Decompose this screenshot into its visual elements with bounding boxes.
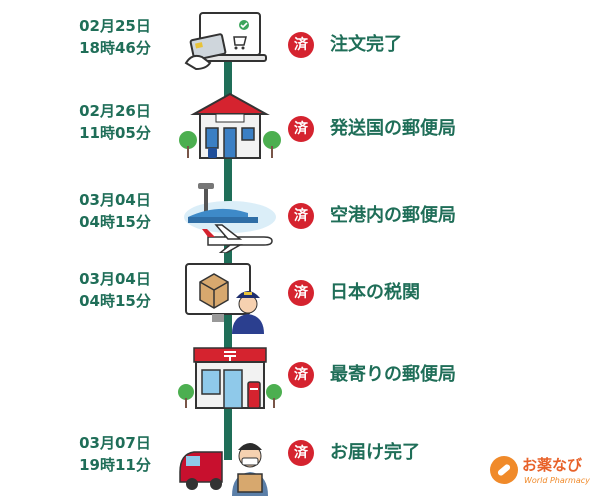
step-date: 02月25日 bbox=[79, 17, 151, 35]
pill-logo-icon bbox=[490, 456, 518, 484]
laptop-credit-card-icon bbox=[178, 7, 282, 81]
step-status: 注文完了 bbox=[330, 34, 402, 55]
step-status: 最寄りの郵便局 bbox=[330, 364, 456, 385]
step-datetime: 03月04日 04時15分 bbox=[60, 268, 170, 312]
step-date: 03月04日 bbox=[79, 191, 151, 209]
post-office-icon bbox=[178, 90, 282, 164]
completed-badge: 済 bbox=[288, 203, 314, 229]
completed-badge: 済 bbox=[288, 32, 314, 58]
brand-subtitle: World Pharmacy bbox=[524, 476, 590, 485]
step-date: 03月07日 bbox=[79, 434, 151, 452]
step-status: 空港内の郵便局 bbox=[330, 205, 456, 226]
step-datetime: 02月25日 18時46分 bbox=[60, 15, 170, 59]
japan-post-office-icon bbox=[178, 340, 282, 414]
step-time: 18時46分 bbox=[79, 39, 151, 57]
step-datetime: 02月26日 11時05分 bbox=[60, 100, 170, 144]
timeline-step-airport-post-office: 03月04日 04時15分 済 空港内の郵便局 bbox=[0, 175, 600, 255]
timeline-step-nearest-post-office: 済 最寄りの郵便局 bbox=[0, 338, 600, 418]
completed-badge: 済 bbox=[288, 362, 314, 388]
timeline-step-origin-post-office: 02月26日 11時05分 済 発送国の郵便局 bbox=[0, 90, 600, 170]
completed-badge: 済 bbox=[288, 440, 314, 466]
completed-badge: 済 bbox=[288, 116, 314, 142]
step-status: 日本の税関 bbox=[330, 282, 420, 303]
step-status: お届け完了 bbox=[330, 442, 420, 463]
step-time: 19時11分 bbox=[79, 456, 151, 474]
brand-name: お薬なび bbox=[522, 456, 583, 474]
step-time: 04時15分 bbox=[79, 292, 151, 310]
completed-badge: 済 bbox=[288, 280, 314, 306]
timeline-step-delivered: 03月07日 19時11分 済 お届け完了 bbox=[0, 420, 600, 500]
step-date: 03月04日 bbox=[79, 270, 151, 288]
step-datetime: 03月07日 19時11分 bbox=[60, 432, 170, 476]
step-date: 02月26日 bbox=[79, 102, 151, 120]
step-datetime: 03月04日 04時15分 bbox=[60, 189, 170, 233]
timeline-line bbox=[224, 55, 232, 460]
airport-airplane-icon bbox=[178, 179, 282, 253]
step-time: 04時15分 bbox=[79, 213, 151, 231]
timeline-step-order-complete: 02月25日 18時46分 済 注文完了 bbox=[0, 5, 600, 85]
customs-officer-icon bbox=[178, 260, 282, 334]
step-status: 発送国の郵便局 bbox=[330, 118, 456, 139]
brand-logo: お薬なび World Pharmacy bbox=[490, 452, 594, 492]
timeline-step-japan-customs: 03月04日 04時15分 済 日本の税関 bbox=[0, 258, 600, 338]
delivery-person-icon bbox=[178, 422, 282, 496]
step-time: 11時05分 bbox=[79, 124, 151, 142]
